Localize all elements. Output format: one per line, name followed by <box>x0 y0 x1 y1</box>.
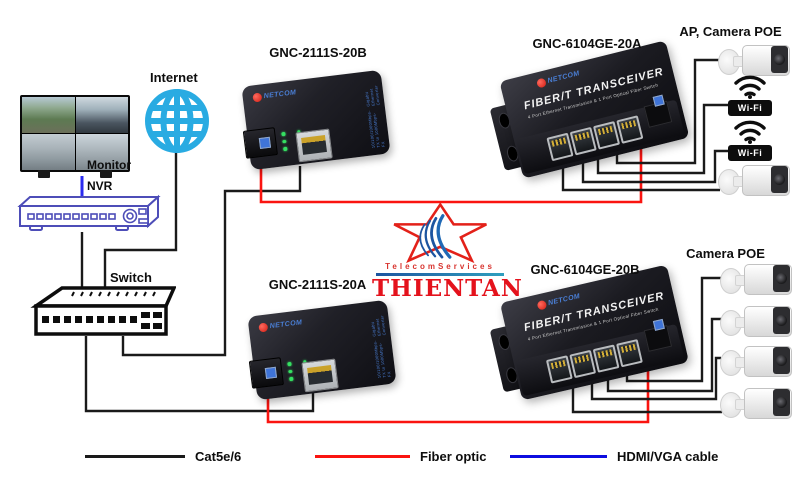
thientan-star-logo-icon <box>393 202 487 264</box>
cable-switch-converter-20a <box>84 336 315 413</box>
transceiver-20b-label: GNC-6104GE-20B <box>530 262 640 277</box>
poe-camera <box>718 42 790 78</box>
converter-20a-label: GNC-2111S-20A <box>268 277 367 292</box>
poe-camera <box>720 385 792 421</box>
netcom-emblem-icon <box>258 322 269 333</box>
poe-camera <box>720 261 792 297</box>
camera-lens-icon <box>773 307 790 334</box>
monitor-foot-left <box>38 170 50 178</box>
netcom-emblem-icon <box>252 92 263 103</box>
cable-switch-converter-20b <box>121 166 302 357</box>
poe-camera <box>720 343 792 379</box>
camera-lens-icon <box>771 46 788 73</box>
converter-type-text: Gigabit Ethernet Converter <box>369 314 387 337</box>
cable-20a-port3-wifi1 <box>596 103 728 175</box>
legend-cat5e: Cat5e/6 <box>85 449 241 464</box>
cable-20a-port1-camera2 <box>561 162 720 192</box>
rj45-port-3 <box>592 344 620 373</box>
telecom-services-text: TelecomServices <box>385 262 495 271</box>
cable-20a-port4-camera1 <box>615 58 720 165</box>
legend-line-fiber <box>315 455 410 458</box>
rj45-port-2 <box>569 349 597 379</box>
legend-label-cat5e: Cat5e/6 <box>195 449 242 464</box>
converter-20b-label: GNC-2111S-20B <box>269 45 367 60</box>
rj45-port-1 <box>546 132 574 162</box>
nvr-label: NVR <box>87 179 113 193</box>
wifi-label: Wi-Fi <box>728 100 772 116</box>
camera-lens-icon <box>773 347 790 374</box>
wifi-label: Wi-Fi <box>728 145 772 161</box>
rj45-port-2 <box>569 126 597 156</box>
legend-label-hdmi: HDMI/VGA cable <box>617 449 719 464</box>
fiber-converter-20a-transceiver-20b <box>266 352 650 424</box>
camera-lens-icon <box>773 389 790 416</box>
fiber-sc-port <box>242 127 278 159</box>
transceiver-20a-label: GNC-6104GE-20A <box>532 36 642 51</box>
rj45-port <box>301 358 339 393</box>
rj45-port-3 <box>592 121 621 150</box>
switch-device <box>30 286 176 336</box>
camera-feed-1 <box>22 97 75 133</box>
legend-fiber: Fiber optic <box>315 449 486 464</box>
camera-feed-4 <box>75 134 128 170</box>
ap-camera-poe-label: AP, Camera POE <box>679 24 782 39</box>
nvr-device <box>17 194 161 231</box>
fiber-sc-port <box>643 325 673 352</box>
wifi-signal-icon <box>734 120 766 144</box>
fiber-sc-port <box>248 357 284 389</box>
rj45-port <box>295 128 333 163</box>
rj45-port-1 <box>545 355 573 384</box>
camera-poe-label: Camera POE <box>686 246 765 261</box>
switch-label: Switch <box>110 270 152 285</box>
fiber-converter-20b-transceiver-20a <box>259 130 643 204</box>
rj45-port-4 <box>616 339 643 368</box>
internet-globe-icon <box>145 89 209 153</box>
rj45-port-4 <box>616 115 644 144</box>
wifi-access-point: Wi-Fi <box>726 72 774 118</box>
cable-20b-port2-camera3 <box>590 356 721 401</box>
cable-20b-port3-camera2 <box>606 317 722 393</box>
monitor-screen <box>22 97 128 170</box>
monitor-label: Monitor <box>87 158 131 172</box>
camera-lens-icon <box>773 265 790 292</box>
camera-lens-icon <box>771 166 788 193</box>
cctv-monitor <box>20 95 130 172</box>
legend-hdmi: HDMI/VGA cable <box>510 449 718 464</box>
poe-camera <box>718 162 790 198</box>
converter-type-text: Gigabit Ethernet Converter <box>363 84 381 107</box>
camera-feed-3 <box>22 134 75 170</box>
thientan-brand-text: THIENTAN <box>372 275 523 302</box>
internet-label: Internet <box>150 70 198 85</box>
legend-line-hdmi <box>510 455 607 458</box>
media-converter-gnc-2111s-20a: NETCOM 10/100/1000Mbps-TX to 1000Mbps-FX… <box>247 299 397 401</box>
media-converter-gnc-2111s-20b: NETCOM 10/100/1000Mbps-TX to 1000Mbps-FX… <box>241 69 391 171</box>
fiber-sc-port <box>643 100 673 128</box>
legend-line-cat5e <box>85 455 185 458</box>
camera-feed-2 <box>75 97 128 133</box>
logo-underline <box>376 273 504 276</box>
monitor-foot-right <box>100 170 112 178</box>
wifi-signal-icon <box>734 75 766 99</box>
cable-20b-port4-camera1 <box>625 276 722 383</box>
poe-camera <box>720 303 792 339</box>
wifi-access-point: Wi-Fi <box>726 117 774 163</box>
legend-label-fiber: Fiber optic <box>420 449 487 464</box>
cable-20b-port1-camera4 <box>571 384 722 414</box>
cable-internet-switch <box>103 150 178 288</box>
cable-20a-port2-wifi2 <box>581 149 728 184</box>
